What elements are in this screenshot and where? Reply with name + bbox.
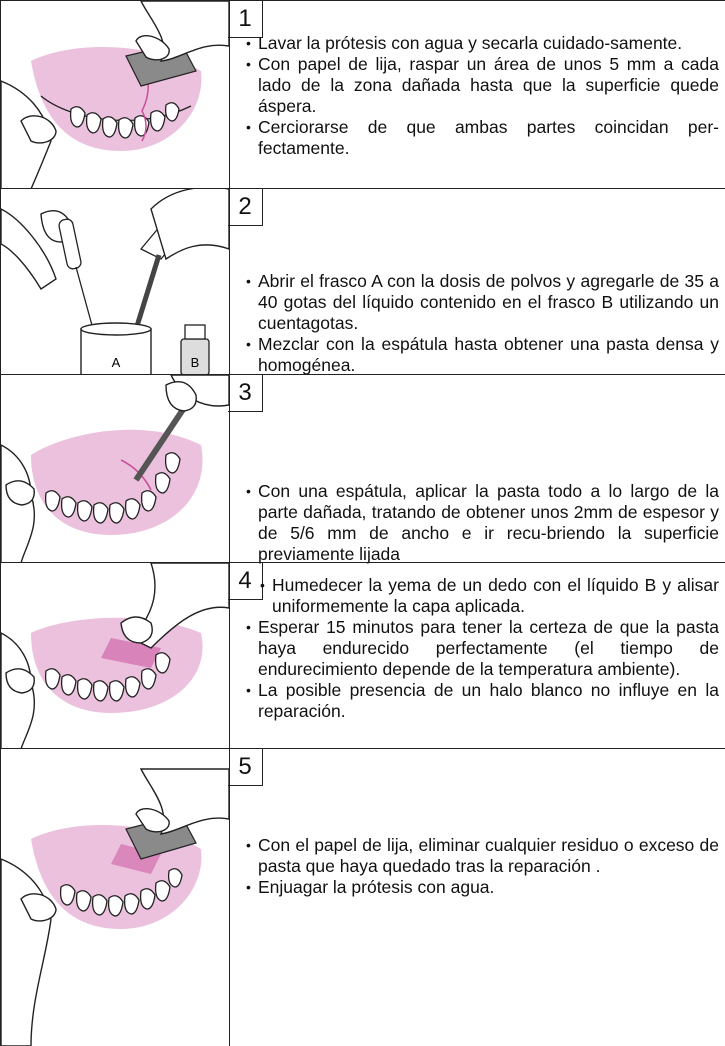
step-number: 3 <box>228 375 263 412</box>
step-1-bullet-1: Lavar la prótesis con agua y secarla cui… <box>242 33 719 54</box>
step-1-text: Lavar la prótesis con agua y secarla cui… <box>242 33 719 159</box>
step-3-bullet-1: Con una espátula, aplicar la pasta todo … <box>242 481 719 565</box>
step-5-illustration <box>0 749 230 1046</box>
step-1-bullet-2: Con papel de lija, raspar un área de uno… <box>242 54 719 117</box>
bottle-b-label: B <box>191 355 200 370</box>
step-1-row: 1 Lavar la prótesis con agua y secarla c… <box>0 0 725 189</box>
step-4-bullet-2: Esperar 15 minutos para tener la certeza… <box>242 617 719 680</box>
step-4-bullet-1: Humedecer la yema de un dedo con el líqu… <box>242 575 719 617</box>
bottles-mixing-illustration: A B <box>1 189 229 375</box>
step-4-bullet-3: La posible presencia de un halo blanco n… <box>242 680 719 722</box>
step-1-illustration <box>0 1 230 189</box>
step-number: 2 <box>228 189 263 226</box>
denture-sanding-illustration <box>1 1 229 189</box>
step-2-row: A B 2 Abrir el frasco A con la dosis de … <box>0 188 725 375</box>
step-3-row: 3 Con una espátula, aplicar la pasta tod… <box>0 374 725 565</box>
bottle-a-label: A <box>112 355 121 370</box>
step-5-bullet-1: Con el papel de lija, eliminar cualquier… <box>242 835 719 877</box>
final-sanding-illustration <box>1 768 229 1046</box>
step-2-illustration: A B <box>0 189 230 375</box>
paste-application-illustration <box>1 375 229 563</box>
step-4-row: 4 Humedecer la yema de un dedo con el lí… <box>0 562 725 749</box>
step-1-bullet-3: Cerciorarse de que ambas partes coincida… <box>242 117 719 159</box>
step-number: 5 <box>228 749 263 786</box>
step-5-text: Con el papel de lija, eliminar cualquier… <box>242 835 719 898</box>
smoothing-illustration <box>1 563 229 749</box>
step-2-bullet-1: Abrir el frasco A con la dosis de polvos… <box>242 271 719 334</box>
step-2-text: Abrir el frasco A con la dosis de polvos… <box>242 271 719 376</box>
step-5-bullet-2: Enjuagar la prótesis con agua. <box>242 877 719 898</box>
step-3-illustration <box>0 375 230 563</box>
step-4-text: Humedecer la yema de un dedo con el líqu… <box>242 575 719 722</box>
step-2-bullet-2: Mezclar con la espátula hasta obtener un… <box>242 334 719 376</box>
step-3-text: Con una espátula, aplicar la pasta todo … <box>242 481 719 565</box>
step-4-illustration <box>0 563 230 749</box>
step-5-row: 5 Con el papel de lija, eliminar cualqui… <box>0 748 725 1046</box>
